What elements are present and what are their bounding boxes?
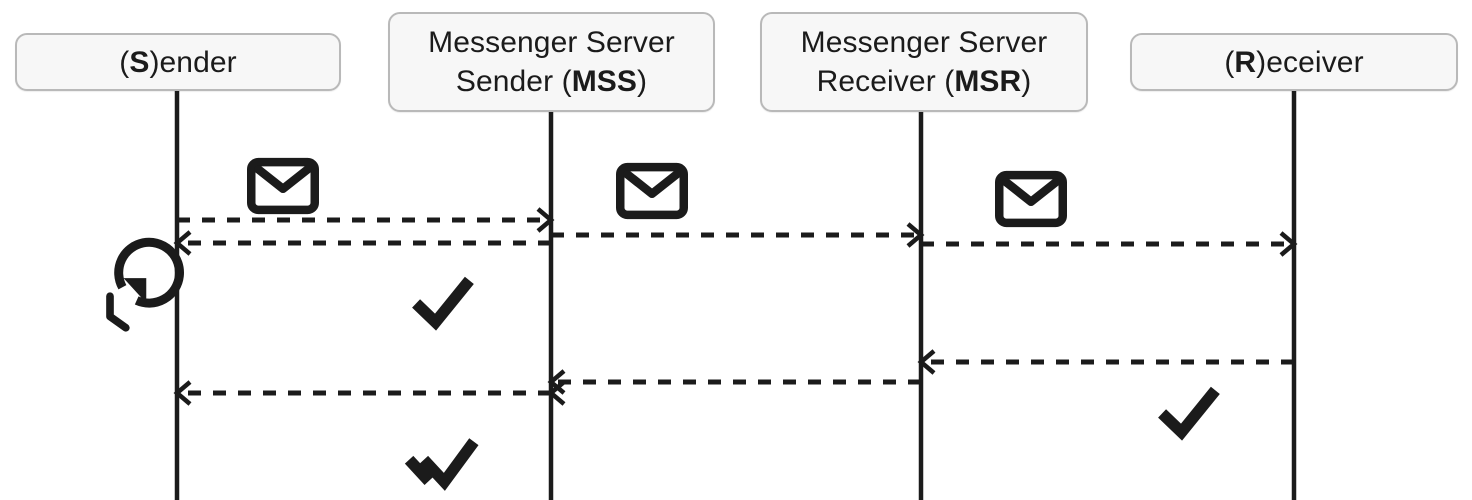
envelope-icon — [616, 162, 688, 220]
participant-label-sender: (S)ender — [119, 45, 237, 79]
double-check-icon — [404, 438, 479, 491]
double-check-back-tick — [404, 455, 434, 485]
single-check-icon — [1158, 386, 1220, 441]
check-stroke — [1158, 386, 1220, 441]
envelope-flap — [623, 170, 681, 199]
arrowhead-delivery-receipt-mss-to-sender — [173, 380, 192, 406]
participant-box-sender[interactable]: (S)ender — [15, 33, 341, 91]
messages-group — [173, 207, 1298, 406]
double-check-front-tick — [419, 438, 479, 491]
arrowhead-forward-mss-to-msr — [906, 222, 925, 248]
lifelines-group — [174, 91, 1297, 500]
message-send-message-sender-to-mss[interactable] — [177, 207, 555, 233]
clock-circle — [114, 237, 184, 308]
check-stroke — [412, 276, 474, 331]
arrowhead-deliver-msr-to-receiver — [1279, 231, 1298, 257]
clock-retry-icon — [106, 237, 184, 332]
arrowhead-send-message-sender-to-mss — [536, 207, 555, 233]
arrowhead-delivery-receipt-receiver-to-msr — [917, 349, 936, 375]
arrowhead-delivery-receipt-msr-to-mss — [547, 369, 566, 395]
envelope-icon — [995, 170, 1067, 228]
clock-hands — [106, 292, 130, 332]
message-delivery-receipt-msr-to-mss[interactable] — [547, 369, 921, 395]
message-ack-mss-to-sender[interactable] — [173, 230, 551, 256]
arrowhead-ack-mss-to-sender — [173, 230, 192, 256]
clock-arrow-head — [123, 278, 147, 303]
message-delivery-receipt-receiver-to-msr[interactable] — [917, 349, 1294, 375]
envelope-flap — [254, 165, 312, 194]
message-forward-mss-to-msr[interactable] — [551, 222, 925, 248]
participant-label-receiver: (R)eceiver — [1224, 45, 1364, 79]
arrowhead-start-delivery-receipt-mss-to-sender — [547, 380, 566, 406]
participant-box-receiver[interactable]: (R)eceiver — [1130, 33, 1458, 91]
envelope-flap — [1002, 178, 1060, 207]
single-check-icon — [412, 276, 474, 331]
message-delivery-receipt-mss-to-sender[interactable] — [173, 380, 566, 406]
icons-group — [106, 157, 1220, 491]
message-deliver-msr-to-receiver[interactable] — [921, 231, 1298, 257]
envelope-icon — [247, 157, 319, 215]
